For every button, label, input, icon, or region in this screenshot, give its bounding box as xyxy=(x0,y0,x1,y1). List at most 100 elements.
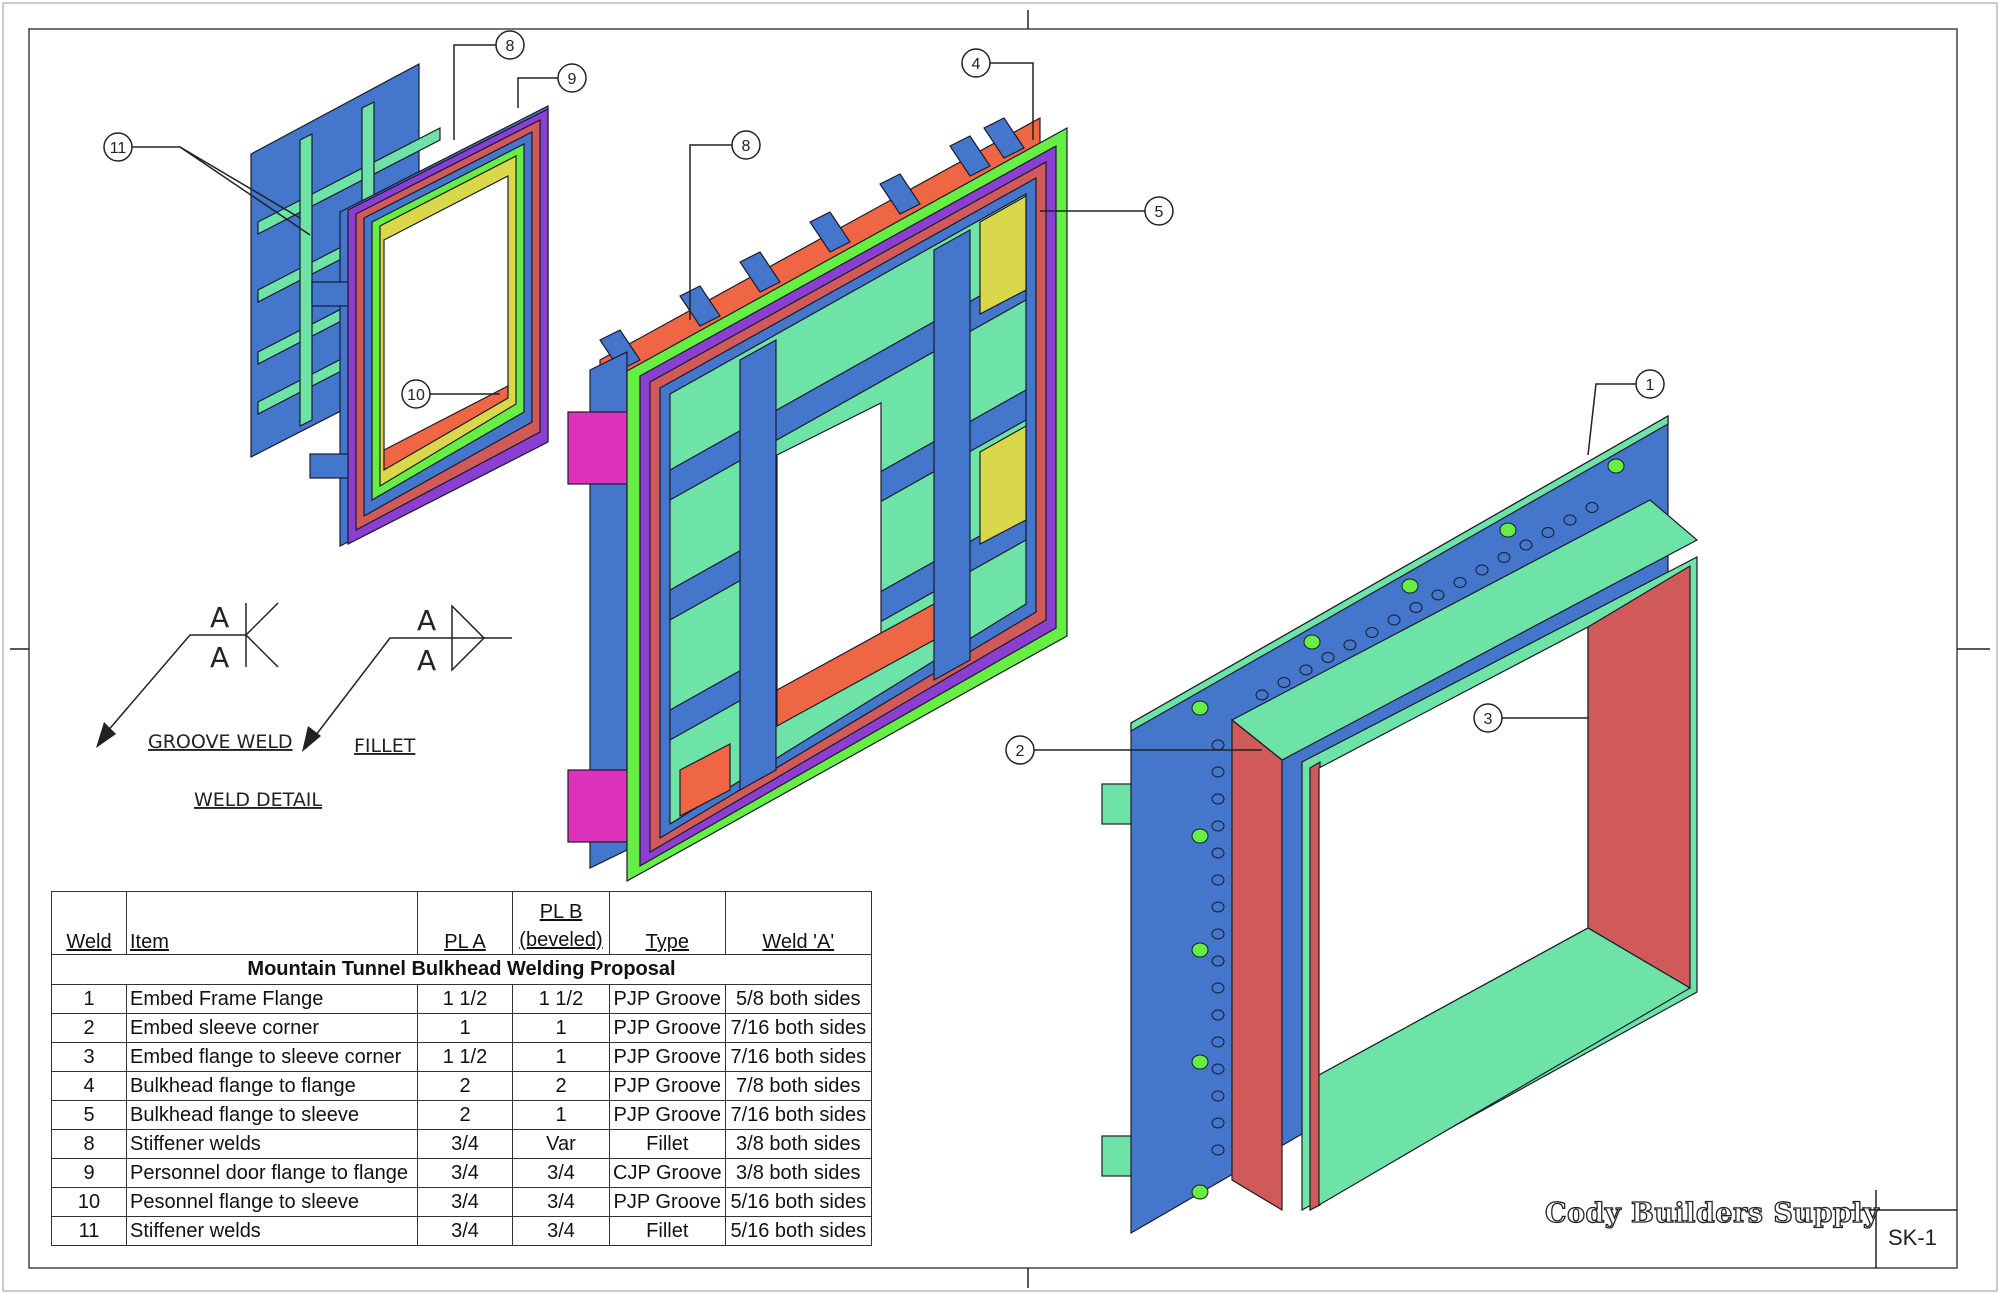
cell-pla: 3/4 xyxy=(417,1216,513,1246)
cell-plb: 1 xyxy=(512,1013,610,1043)
bolt xyxy=(1453,577,1467,588)
company-logo: Cody Builders Supply xyxy=(1544,1197,1880,1229)
bolt xyxy=(1409,602,1423,613)
cell-weld: 11 xyxy=(51,1216,127,1246)
anchor-stud xyxy=(1607,458,1625,474)
svg-text:10: 10 xyxy=(407,387,425,404)
bolt xyxy=(1497,552,1511,563)
groove-weld-symbol: A A xyxy=(96,601,279,748)
balloon-5: 5 xyxy=(1144,196,1174,226)
svg-text:1: 1 xyxy=(1646,377,1655,394)
cell-weld-a: 5/16 both sides xyxy=(724,1187,873,1217)
balloon-9: 9 xyxy=(557,63,587,93)
cell-weld-a: 3/8 both sides xyxy=(724,1129,873,1159)
balloon-8-middle: 8 xyxy=(731,130,761,160)
balloon-3: 3 xyxy=(1473,703,1503,733)
fillet-weld-symbol: A A xyxy=(302,604,512,752)
cell-plb: 3/4 xyxy=(512,1187,610,1217)
anchor-stud xyxy=(1191,1054,1209,1070)
weld-detail-title: WELD DETAIL xyxy=(194,789,322,811)
bolt xyxy=(1211,820,1225,832)
cell-weld-a: 5/8 both sides xyxy=(724,984,873,1014)
anchor-stud xyxy=(1191,700,1209,716)
svg-text:2: 2 xyxy=(1016,743,1025,760)
bolt xyxy=(1211,1117,1225,1129)
svg-text:8: 8 xyxy=(742,138,751,155)
bolt xyxy=(1211,901,1225,913)
bolt xyxy=(1211,1090,1225,1102)
cell-pla: 2 xyxy=(417,1071,513,1101)
anchor-stud xyxy=(1191,942,1209,958)
col-item: Item xyxy=(126,891,418,955)
svg-text:A: A xyxy=(210,601,229,634)
bolt xyxy=(1211,955,1225,967)
cell-plb: 3/4 xyxy=(512,1216,610,1246)
cell-item: Embed sleeve corner xyxy=(126,1013,418,1043)
bolt xyxy=(1321,652,1335,663)
balloon-11: 11 xyxy=(103,132,133,162)
door-hinge-bottom xyxy=(567,769,629,843)
balloon-10: 10 xyxy=(401,379,431,409)
svg-text:3: 3 xyxy=(1484,711,1493,728)
anchor-stud xyxy=(1191,1184,1209,1200)
bolt xyxy=(1255,689,1269,701)
svg-text:A: A xyxy=(417,644,436,677)
cell-item: Stiffener welds xyxy=(126,1129,418,1159)
cell-pla: 2 xyxy=(417,1100,513,1130)
bolt xyxy=(1211,793,1225,805)
cell-item: Embed Frame Flange xyxy=(126,984,418,1014)
bolt xyxy=(1563,514,1577,526)
cell-pla: 1 1/2 xyxy=(417,984,513,1014)
bolt xyxy=(1365,627,1379,638)
cell-pla: 1 xyxy=(417,1013,513,1043)
bolt xyxy=(1343,639,1357,651)
cell-pla: 1 1/2 xyxy=(417,1042,513,1072)
bolt xyxy=(1211,739,1225,751)
svg-text:4: 4 xyxy=(972,56,981,73)
balloon-1: 1 xyxy=(1635,369,1665,399)
cell-item: Embed flange to sleeve corner xyxy=(126,1042,418,1072)
anchor-stud xyxy=(1499,522,1517,538)
weld-detail: A A A A GROOVE WELD FILLET WELD DETAIL xyxy=(96,601,512,811)
cell-weld: 4 xyxy=(51,1071,127,1101)
cell-weld: 9 xyxy=(51,1158,127,1188)
cell-item: Personnel door flange to flange xyxy=(126,1158,418,1188)
door-hinge-top xyxy=(567,411,629,485)
leader-lines xyxy=(132,44,1636,751)
welding-proposal-table: Mountain Tunnel Bulkhead Welding Proposa… xyxy=(51,891,873,1246)
bolt xyxy=(1211,982,1225,994)
cell-type: PJP Groove xyxy=(609,1071,726,1101)
cell-weld-a: 5/16 both sides xyxy=(724,1216,873,1246)
cell-weld-a: 7/16 both sides xyxy=(724,1013,873,1043)
cell-item: Bulkhead flange to flange xyxy=(126,1071,418,1101)
cell-item: Pesonnel flange to sleeve xyxy=(126,1187,418,1217)
cell-item: Stiffener welds xyxy=(126,1216,418,1246)
bolt xyxy=(1211,1009,1225,1021)
cell-type: Fillet xyxy=(609,1129,726,1159)
svg-text:A: A xyxy=(417,604,436,637)
bolt xyxy=(1277,677,1291,688)
fillet-label: FILLET xyxy=(354,735,416,757)
cell-type: Fillet xyxy=(609,1216,726,1246)
cell-plb: 2 xyxy=(512,1071,610,1101)
cell-weld: 10 xyxy=(51,1187,127,1217)
bolt xyxy=(1541,527,1555,538)
cell-plb: 3/4 xyxy=(512,1158,610,1188)
balloon-2: 2 xyxy=(1005,735,1035,765)
cell-type: PJP Groove xyxy=(609,1100,726,1130)
cell-type: PJP Groove xyxy=(609,1042,726,1072)
personnel-door-assembly xyxy=(250,62,549,547)
cell-plb: 1 xyxy=(512,1100,610,1130)
sheet-number: SK-1 xyxy=(1888,1225,1937,1250)
cell-weld: 1 xyxy=(51,984,127,1014)
svg-text:9: 9 xyxy=(568,71,577,88)
cell-plb: Var xyxy=(512,1129,610,1159)
